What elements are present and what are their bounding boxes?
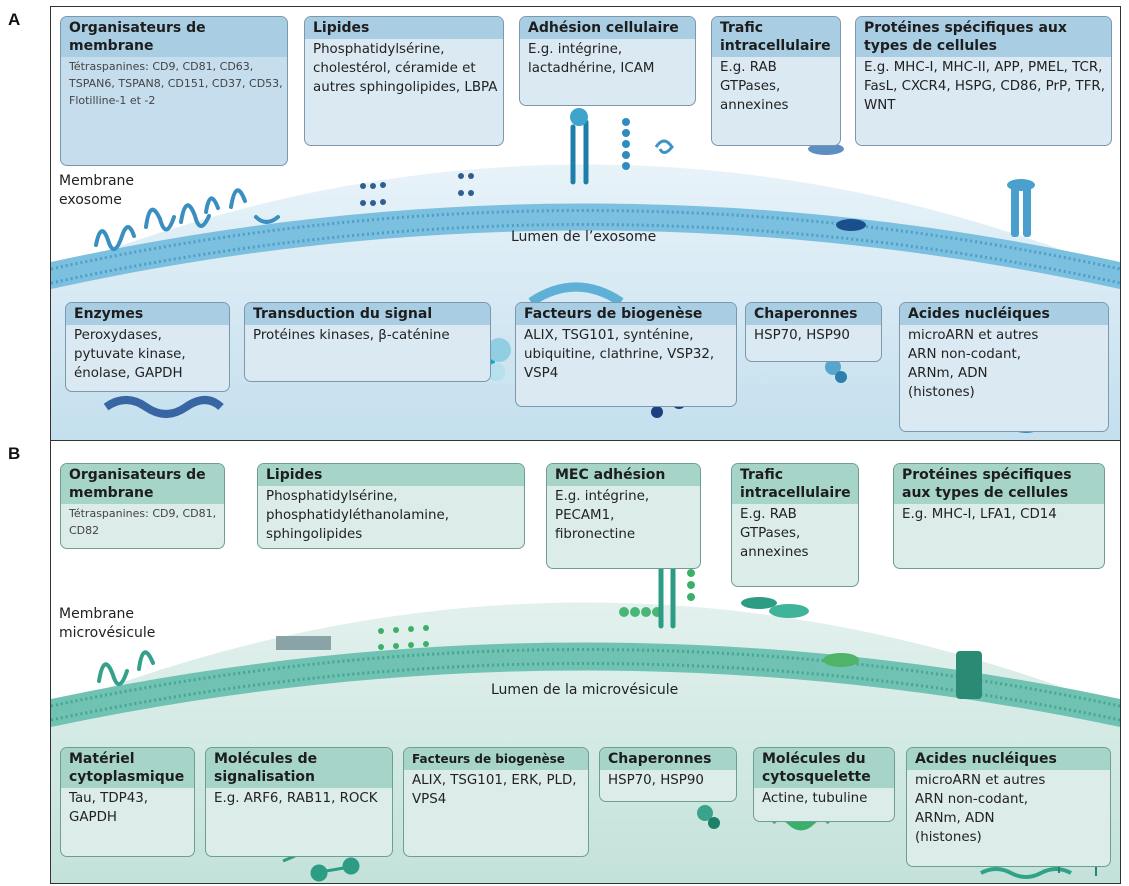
- microvesicle-membrane-label: Membrane microvésicule: [59, 606, 156, 641]
- box-title: Trafic intracellulaire: [732, 464, 858, 504]
- box-title: Lipides: [258, 464, 524, 486]
- box-title: Trafic intracellulaire: [712, 17, 840, 57]
- box-ecm-adhesion: MEC adhésion E.g. intégrine, PECAM1, fib…: [546, 463, 701, 569]
- box-title: Organisateurs de membrane: [61, 464, 224, 504]
- box-body: Peroxydases, pytuvate kinase, énolase, G…: [74, 328, 186, 381]
- box-chaperones: Chaperonnes HSP70, HSP90: [599, 747, 737, 802]
- box-body: E.g. RAB GTPases, annexines: [720, 60, 789, 113]
- box-body: Phosphatidylsérine, cholestérol, céramid…: [313, 42, 498, 95]
- box-body: microARN et autres ARN non-codant, ARNm,…: [915, 773, 1046, 845]
- box-intracellular-traffic: Trafic intracellulaire E.g. RAB GTPases,…: [731, 463, 859, 587]
- box-title: Acides nucléiques: [900, 303, 1108, 325]
- box-lipids: Lipides Phosphatidylsérine, cholestérol,…: [304, 16, 504, 146]
- exosome-lumen-label: Lumen de l’exosome: [511, 229, 657, 245]
- box-title: Molécules du cytosquelette: [754, 748, 894, 788]
- box-body: Tétraspanines: CD9, CD81, CD82: [69, 507, 217, 537]
- box-membrane-organizers: Organisateurs de membrane Tétraspanines:…: [60, 16, 288, 166]
- box-body: E.g. intégrine, PECAM1, fibronectine: [555, 489, 650, 542]
- box-title: MEC adhésion: [547, 464, 700, 486]
- box-body: microARN et autres ARN non-codant, ARNm,…: [908, 328, 1039, 400]
- box-body: E.g. intégrine, lactadhérine, ICAM: [528, 42, 655, 76]
- exosome-membrane-label: Membrane exosome: [59, 173, 135, 208]
- box-body: HSP70, HSP90: [754, 328, 850, 343]
- panel-a-letter: A: [8, 10, 21, 29]
- panel-b-letter: B: [8, 444, 21, 463]
- box-title: Chaperonnes: [746, 303, 881, 325]
- box-chaperones: Chaperonnes HSP70, HSP90: [745, 302, 882, 362]
- box-biogenesis-factors: Facteurs de biogenèse ALIX, TSG101, synt…: [515, 302, 737, 407]
- panel-microvesicle: Membrane microvésicule Lumen de la micro…: [50, 440, 1121, 884]
- box-body: E.g. MHC-I, LFA1, CD14: [902, 507, 1057, 522]
- box-body: E.g. RAB GTPases, annexines: [740, 507, 809, 560]
- box-body: Tau, TDP43, GAPDH: [69, 791, 149, 825]
- box-title: Organisateurs de membrane: [61, 17, 287, 57]
- box-body: E.g. MHC-I, MHC-II, APP, PMEL, TCR, FasL…: [864, 60, 1105, 113]
- box-body: Phosphatidylsérine, phosphatidyléthanola…: [266, 489, 449, 542]
- box-title: Transduction du signal: [245, 303, 490, 325]
- integrin-protein: [570, 108, 589, 185]
- microvesicle-lumen-label: Lumen de la microvésicule: [491, 682, 679, 698]
- tetraspanin-proteins: [94, 188, 280, 251]
- box-body: Actine, tubuline: [762, 791, 868, 806]
- box-body: Protéines kinases, β-caténine: [253, 328, 450, 343]
- box-cell-type-proteins: Protéines spécifiques aux types de cellu…: [855, 16, 1112, 146]
- box-title: Lipides: [305, 17, 503, 39]
- box-title: Chaperonnes: [600, 748, 736, 770]
- box-title: Protéines spécifiques aux types de cellu…: [894, 464, 1104, 504]
- box-title: Enzymes: [66, 303, 229, 325]
- box-title: Matériel cytoplasmique: [61, 748, 194, 788]
- box-signaling-molecules: Molécules de signalisation E.g. ARF6, RA…: [205, 747, 393, 857]
- box-title: Facteurs de biogenèse: [516, 303, 736, 325]
- box-title: Molécules de signalisation: [206, 748, 392, 788]
- box-nucleic-acids: Acides nucléiques microARN et autres ARN…: [906, 747, 1111, 867]
- box-cytoskeleton-molecules: Molécules du cytosquelette Actine, tubul…: [753, 747, 895, 822]
- box-body: E.g. ARF6, RAB11, ROCK: [214, 791, 378, 806]
- panel-exosome: Membrane exosome Lumen de l’exosome Orga…: [50, 6, 1121, 441]
- box-lipids: Lipides Phosphatidylsérine, phosphatidyl…: [257, 463, 525, 549]
- tetraspanin-proteins: [97, 650, 155, 686]
- box-body: HSP70, HSP90: [608, 773, 704, 788]
- box-signal-transduction: Transduction du signal Protéines kinases…: [244, 302, 491, 382]
- box-title: Adhésion cellulaire: [520, 17, 695, 39]
- box-cytoplasmic-material: Matériel cytoplasmique Tau, TDP43, GAPDH: [60, 747, 195, 857]
- box-membrane-organizers: Organisateurs de membrane Tétraspanines:…: [60, 463, 225, 549]
- box-cell-type-proteins: Protéines spécifiques aux types de cellu…: [893, 463, 1105, 569]
- box-cell-adhesion: Adhésion cellulaire E.g. intégrine, lact…: [519, 16, 696, 106]
- box-biogenesis-factors: Facteurs de biogenèse ALIX, TSG101, ERK,…: [403, 747, 589, 857]
- box-body: ALIX, TSG101, ERK, PLD, VPS4: [412, 773, 577, 807]
- lipid-raft-markers: [360, 173, 474, 206]
- box-body: ALIX, TSG101, synténine, ubiquitine, cla…: [524, 328, 715, 381]
- box-intracellular-traffic: Trafic intracellulaire E.g. RAB GTPases,…: [711, 16, 841, 146]
- box-title: Facteurs de biogenèse: [404, 748, 588, 770]
- box-title: Protéines spécifiques aux types de cellu…: [856, 17, 1111, 57]
- box-body: Tétraspanines: CD9, CD81, CD63, TSPAN6, …: [69, 60, 283, 107]
- box-nucleic-acids: Acides nucléiques microARN et autres ARN…: [899, 302, 1109, 432]
- box-title: Acides nucléiques: [907, 748, 1110, 770]
- box-enzymes: Enzymes Peroxydases, pytuvate kinase, én…: [65, 302, 230, 392]
